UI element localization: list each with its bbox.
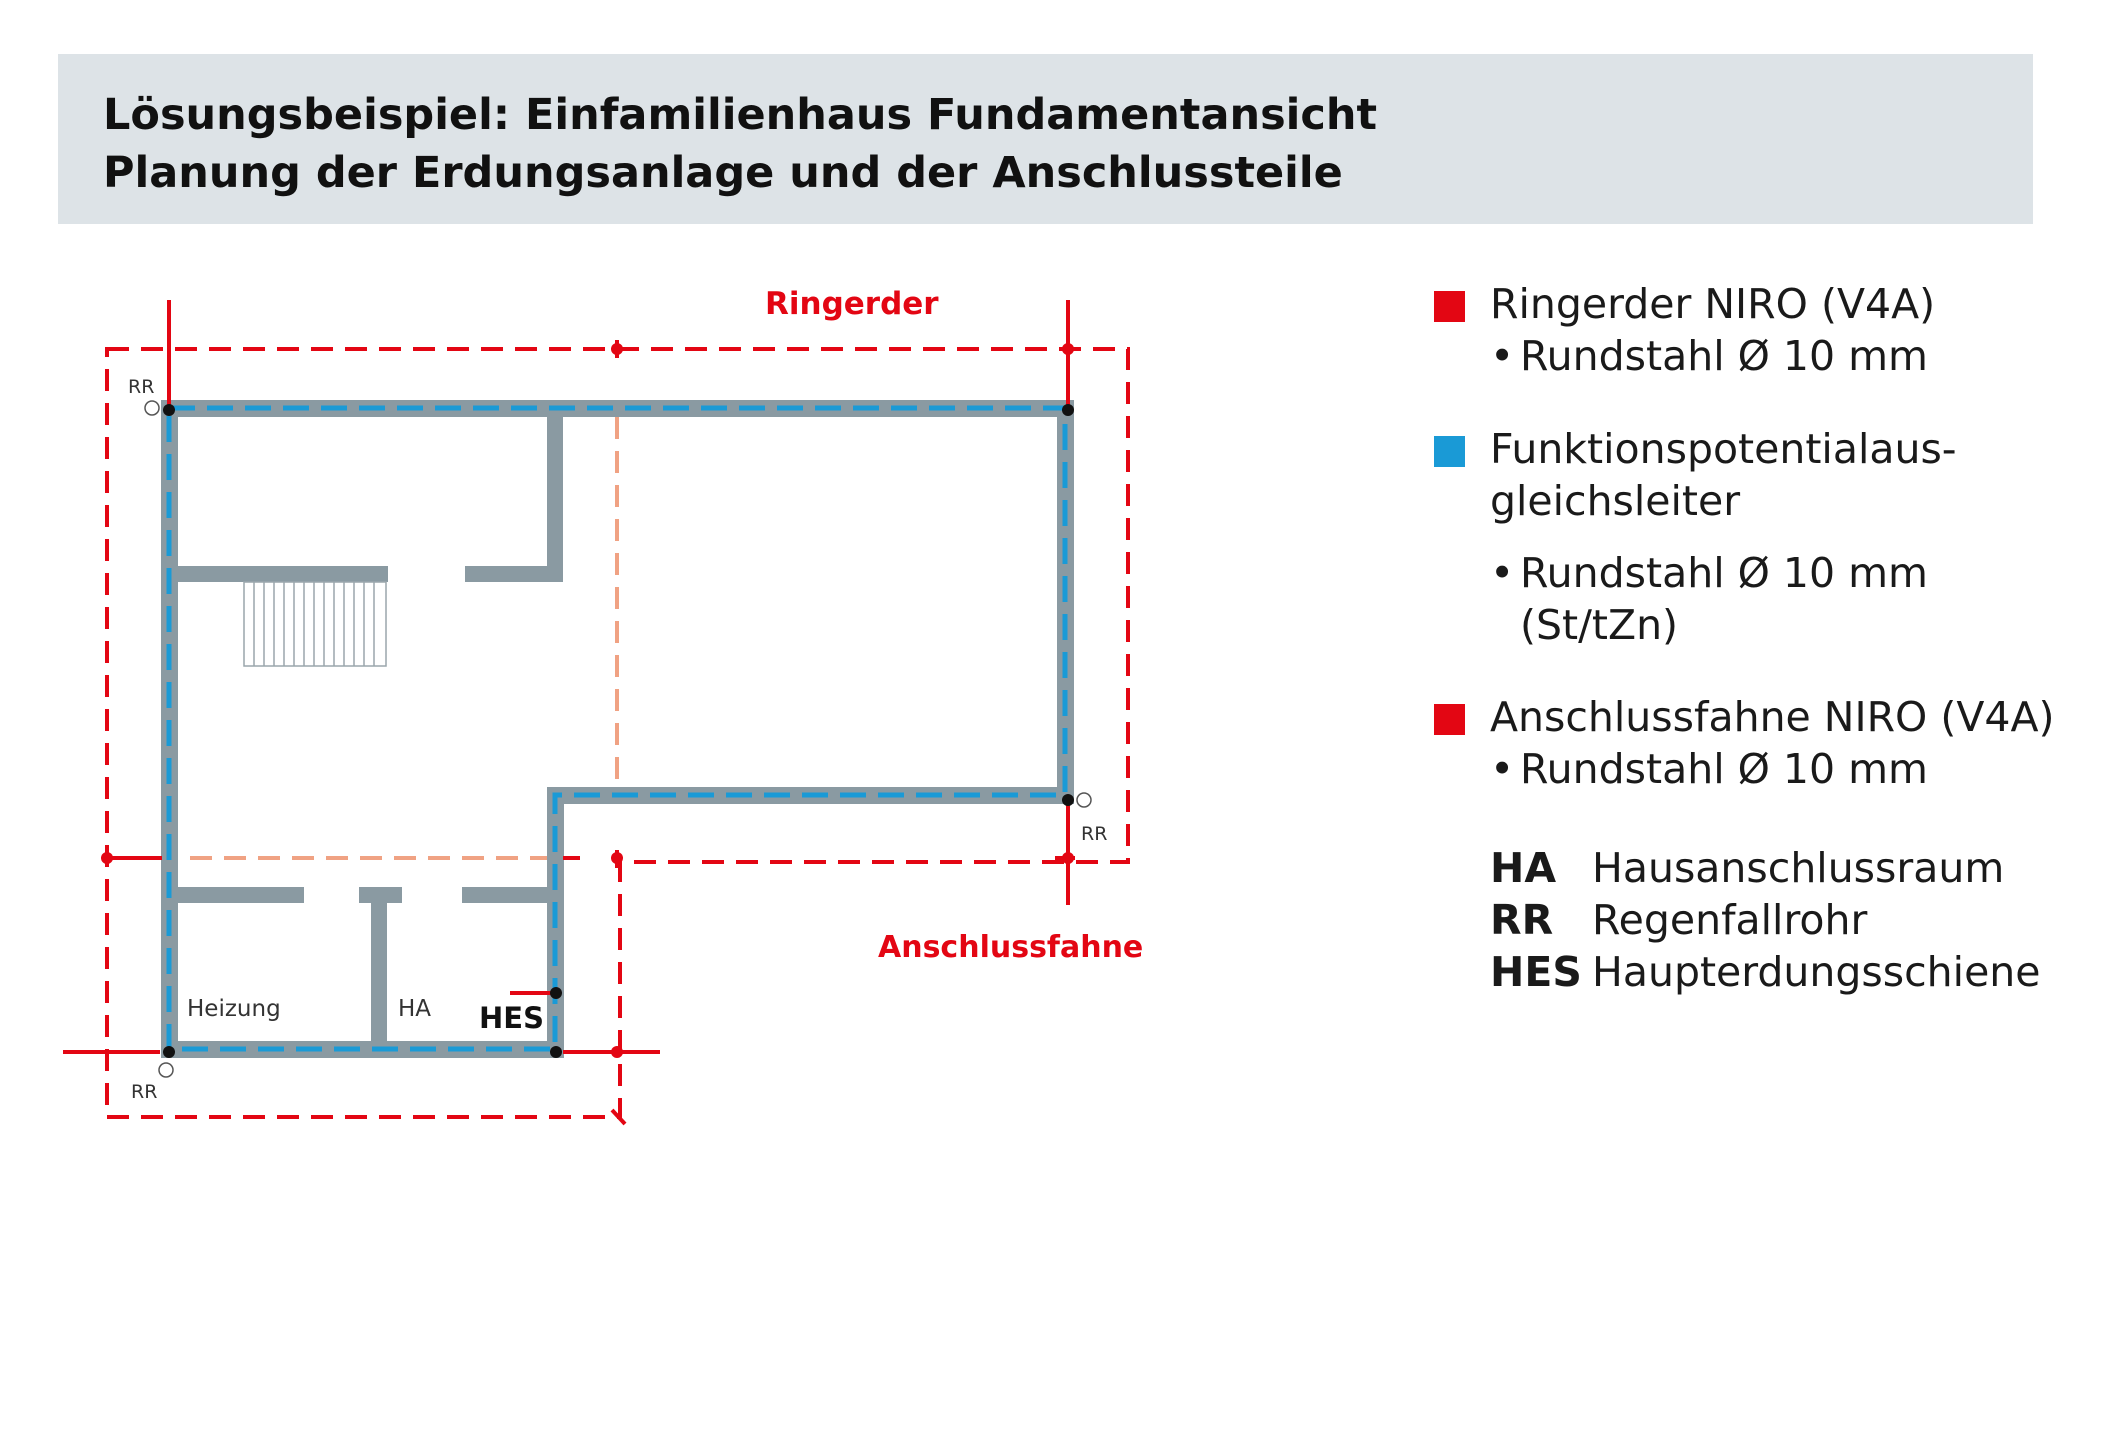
title-line-1: Lösungsbeispiel: Einfamilienhaus Fundame…	[103, 90, 1378, 140]
staircase	[243, 581, 387, 667]
legend-func-title-2: gleichsleiter	[1490, 477, 1741, 525]
legend-func-title-1: Funktionspotentialaus-	[1490, 425, 1957, 473]
abbr-key: HA	[1490, 844, 1557, 892]
abbr-key: RR	[1490, 896, 1554, 944]
legend-func-bullet-cont: (St/tZn)	[1520, 601, 1679, 649]
header-banner: Lösungsbeispiel: Einfamilienhaus Fundame…	[58, 54, 2033, 224]
legend-text-fahne: Anschlussfahne NIRO (V4A) Rundstahl Ø 10…	[1490, 691, 2055, 795]
legend-text-ringerder: Ringerder NIRO (V4A) Rundstahl Ø 10 mm	[1490, 278, 1935, 382]
rain-downpipes	[144, 400, 1092, 1078]
page-title: Lösungsbeispiel: Einfamilienhaus Fundame…	[103, 86, 1377, 202]
rr-label-right: RR	[1081, 823, 1107, 845]
red-swatch-icon	[1434, 704, 1465, 735]
room-label-ha: HA	[398, 996, 431, 1022]
abbr-key: HES	[1490, 948, 1582, 996]
legend-ring-bullet: Rundstahl Ø 10 mm	[1490, 330, 1935, 382]
red-swatch-icon	[1434, 291, 1465, 322]
abbr-value: Hausanschlussraum	[1592, 844, 2005, 892]
blue-swatch-icon	[1434, 436, 1465, 467]
connection-points-black	[163, 404, 1074, 1058]
rr-label-top-left: RR	[128, 376, 154, 398]
legend-fahne-bullet: Rundstahl Ø 10 mm	[1490, 743, 2055, 795]
label-hes: HES	[479, 1001, 544, 1035]
legend-fahne-title: Anschlussfahne NIRO (V4A)	[1490, 693, 2055, 741]
legend-ring-title: Ringerder NIRO (V4A)	[1490, 280, 1936, 328]
rr-label-bottom-left: RR	[131, 1081, 157, 1103]
label-ringerder: Ringerder	[765, 286, 939, 322]
foundation-plan-diagram: Ringerder Anschlussfahne Heizung HA HES …	[63, 286, 1143, 1126]
legend-text-func: Funktionspotentialaus- gleichsleiter Run…	[1490, 423, 1957, 651]
abbr-value: Regenfallrohr	[1592, 896, 1868, 944]
label-anschlussfahne: Anschlussfahne	[878, 930, 1143, 965]
legend-func-bullet: Rundstahl Ø 10 mm	[1490, 547, 1957, 599]
abbr-value: Haupterdungsschiene	[1592, 948, 2041, 996]
junction-points-red	[101, 343, 1074, 1058]
title-line-2: Planung der Erdungsanlage und der Anschl…	[103, 148, 1343, 198]
abbreviation-row: HA Hausanschlussraum	[1490, 842, 2004, 894]
room-label-heizung: Heizung	[187, 996, 281, 1022]
abbreviation-row: RR Regenfallrohr	[1490, 894, 1867, 946]
